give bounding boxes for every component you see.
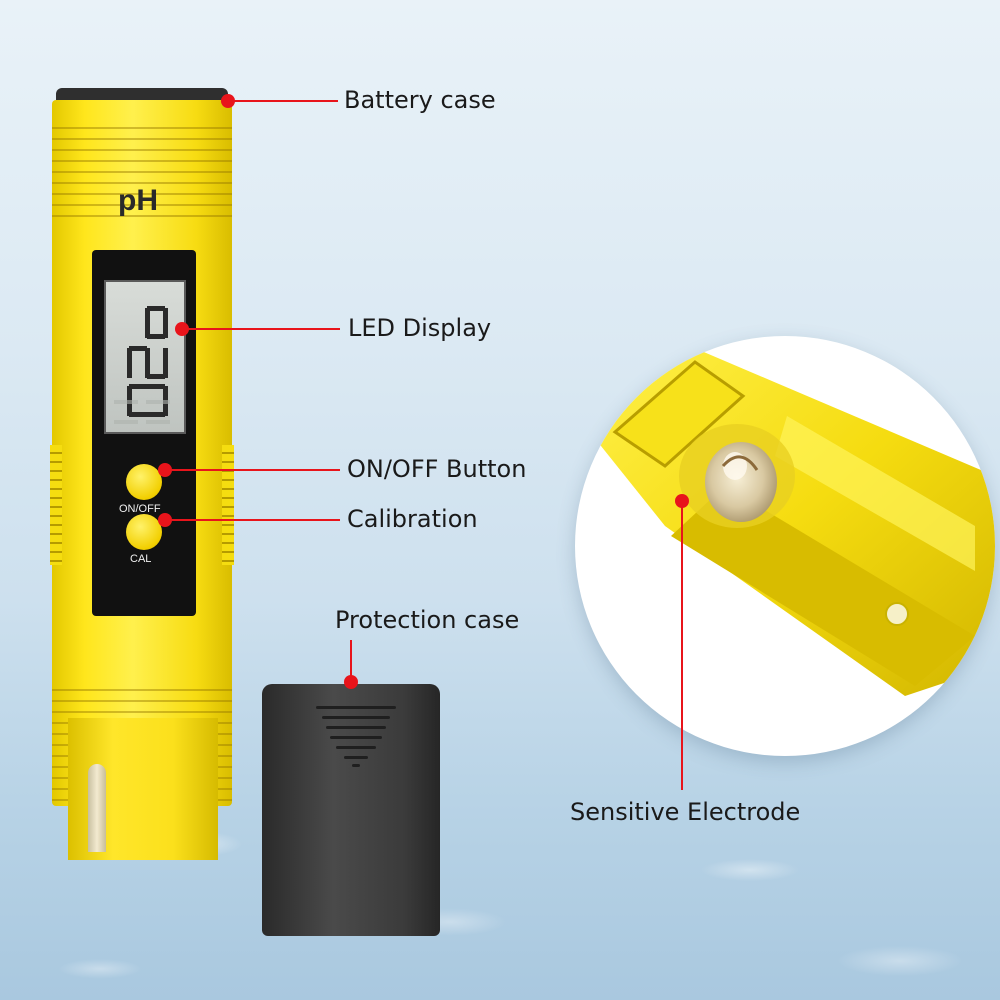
callout-line-onoff [165,469,340,471]
case-groove [322,716,390,719]
ph-meter: pH [50,88,234,948]
case-groove [344,756,368,759]
case-groove [336,746,376,749]
callout-line-cal [165,519,340,521]
callout-line-battery [228,100,338,102]
case-groove [316,706,396,709]
on-off-button[interactable] [126,464,162,500]
label-calibration: Calibration [347,505,478,533]
case-groove [330,736,382,739]
electrode-zoom-view [575,336,995,756]
lcd-digits [114,306,170,424]
electrode-closeup [593,344,995,696]
protection-case [262,684,440,936]
ph-label: pH [118,184,158,217]
grip-ridges-right [222,445,234,565]
lcd-screen [104,280,186,434]
on-off-label: ON/OFF [119,503,161,515]
front-panel: ON/OFF CAL [92,250,196,616]
grip-ridges-left [50,445,62,565]
case-groove [326,726,386,729]
electrode-window [88,764,106,852]
grip-ridges-top [52,118,232,218]
label-on-off-button: ON/OFF Button [347,455,527,483]
case-groove [352,764,360,767]
label-sensitive-electrode: Sensitive Electrode [570,798,801,826]
label-battery-case: Battery case [344,86,496,114]
callout-line-electrode [681,502,683,790]
cal-button[interactable] [126,514,162,550]
callout-dot-case [344,675,358,689]
callout-line-display [182,328,340,330]
meter-body: pH [50,100,234,810]
callout-dot-electrode [675,494,689,508]
callout-line-case [350,640,352,680]
label-led-display: LED Display [348,314,492,342]
cal-label: CAL [130,553,152,565]
label-protection-case: Protection case [335,606,520,634]
